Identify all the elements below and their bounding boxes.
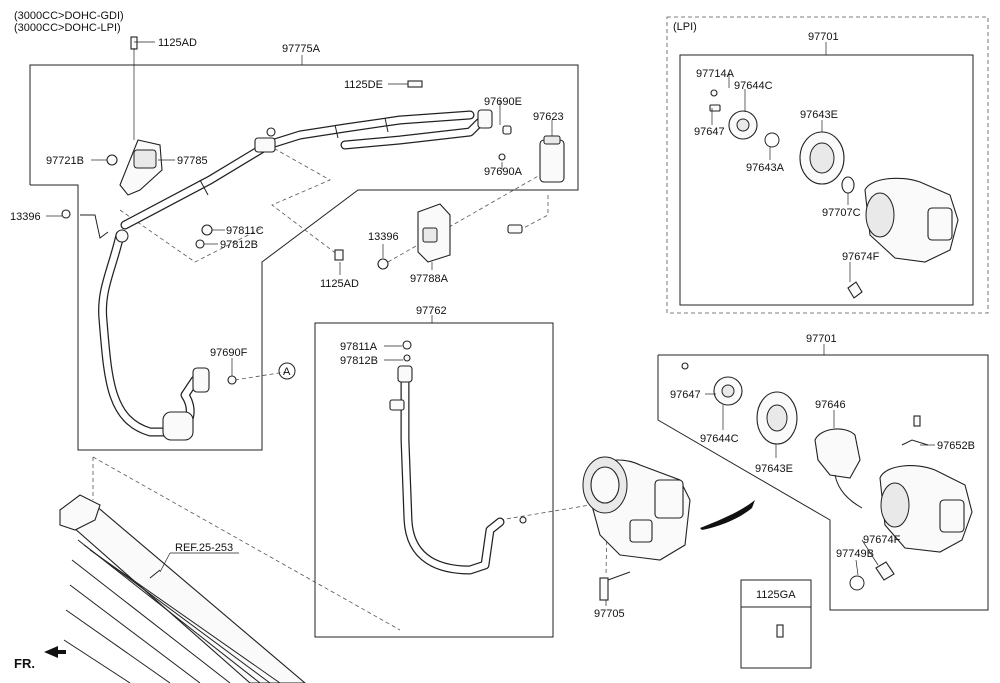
label-gdi-97644c: 97644C [700,433,739,445]
label-97775a: 97775A [282,43,321,55]
label-lpi-97707c: 97707C [822,207,861,219]
o-ring-97690e [502,125,512,135]
label-lpi-97701: 97701 [808,31,839,43]
lpi-parts [709,89,959,299]
o-ring-97690a [498,153,506,161]
label-gdi-97701: 97701 [806,333,837,345]
label-97812b-top: 97812B [220,239,258,251]
nut-13396-left [61,209,71,219]
label-97690e: 97690E [484,96,522,108]
label-front: FR. [14,656,35,671]
label-97623: 97623 [533,111,564,123]
engine-variant-gdi: (3000CC>DOHC-GDI) [14,10,124,22]
leader-lines [46,41,935,606]
hose-assembly-frame [29,64,579,451]
label-1125ga: 1125GA [756,589,796,601]
label-lpi-tag: (LPI) [673,21,697,33]
label-lpi-97643e: 97643E [800,109,838,121]
label-gdi-97646: 97646 [815,399,846,411]
bolt-1125ga-box [740,579,812,669]
suction-hose [80,109,493,441]
o-ring-97812b [195,239,205,249]
compressor-main [582,456,691,601]
bolt-1125de [407,80,423,88]
label-97812b-low: 97812B [340,355,378,367]
label-lpi-97714a: 97714A [696,68,735,80]
label-97721b: 97721B [46,155,84,167]
label-lpi-97674f: 97674F [842,251,880,263]
gdi-parts [681,362,973,638]
front-arrow-icon [44,646,66,658]
label-97811c: 97811C [226,225,264,237]
label-circle-a: A [283,366,291,378]
nut-13396-mid [377,258,389,270]
o-ring-97811c [201,224,213,236]
label-lpi-97644c: 97644C [734,80,773,92]
gdi-compressor-frame [657,354,989,611]
engine-variant-lpi: (3000CC>DOHC-LPI) [14,22,121,34]
label-13396-mid: 13396 [368,231,399,243]
label-ref-25-253: REF.25-253 [175,542,233,554]
label-gdi-97749b: 97749B [836,548,874,560]
bolt-97705 [599,577,609,601]
pressure-transducer [417,203,451,263]
lpi-compressor-frame [679,54,974,306]
label-13396-left: 13396 [10,211,41,223]
curved-arrow-icon [700,500,755,530]
label-1125ad-top: 1125AD [158,37,197,49]
lpi-option-frame [666,16,989,314]
discharge-hose-frame [314,322,554,638]
receiver-drier [507,135,565,234]
label-97690f: 97690F [210,347,248,359]
bolt-1125ad-top [130,36,138,50]
label-1125ad-mid: 1125AD [320,278,359,290]
label-lpi-97643a: 97643A [746,162,785,174]
label-gdi-97647: 97647 [670,389,701,401]
label-97705: 97705 [594,608,625,620]
label-97811a: 97811A [340,341,378,353]
label-1125de: 1125DE [344,79,383,91]
ref-circle-a [278,362,296,380]
discharge-hose [389,340,527,575]
o-ring-97690f [227,375,237,385]
condenser [59,494,306,683]
label-gdi-97674f: 97674F [863,534,901,546]
label-97788a: 97788A [410,273,449,285]
label-97762: 97762 [416,305,447,317]
label-97690a: 97690A [484,166,523,178]
pressure-switch-bracket [106,139,163,196]
label-lpi-97647: 97647 [694,126,725,138]
label-gdi-97643e: 97643E [755,463,793,475]
label-97785: 97785 [177,155,208,167]
label-gdi-97652b: 97652B [937,440,975,452]
bolt-1125ad-mid [334,249,344,261]
